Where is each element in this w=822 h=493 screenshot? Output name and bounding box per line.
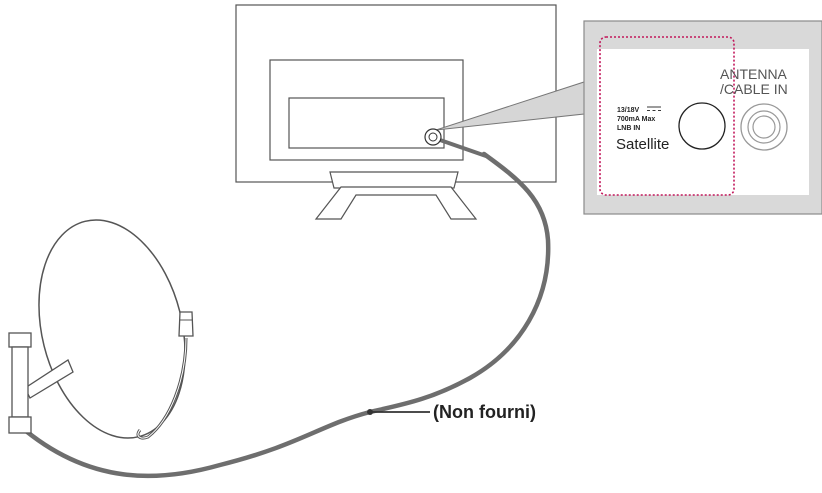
cable-connector-icon (424, 128, 487, 158)
dish-mast (8, 332, 32, 434)
cable-callout: (Non fourni) (367, 402, 536, 422)
satellite-label: Satellite (616, 136, 669, 153)
satellite-dish-icon (8, 219, 194, 440)
antenna-port (740, 103, 788, 151)
satellite-cable (17, 151, 551, 479)
not-supplied-label: (Non fourni) (433, 402, 536, 422)
dc-symbol (647, 106, 661, 111)
zoom-panel: 13/18V 700mA Max LNB IN Satellite ANTENN… (583, 20, 822, 215)
highlight-box (599, 36, 735, 196)
lnb-head-icon (178, 311, 194, 337)
lnb-label: LNB IN (617, 125, 640, 132)
dish-reflector (38, 219, 186, 439)
lnb-feed-arm-inner (137, 337, 187, 439)
tv-inner-panel (288, 97, 445, 149)
voltage-label: 13/18V (617, 107, 640, 114)
tv-stand (314, 171, 478, 220)
antenna-label-line1: ANTENNA (720, 66, 788, 82)
satellite-port (678, 102, 726, 150)
current-label: 700mA Max (617, 116, 655, 123)
callout-dot (367, 409, 373, 415)
tv (235, 4, 557, 220)
antenna-label-line2: /CABLE IN (720, 81, 788, 97)
